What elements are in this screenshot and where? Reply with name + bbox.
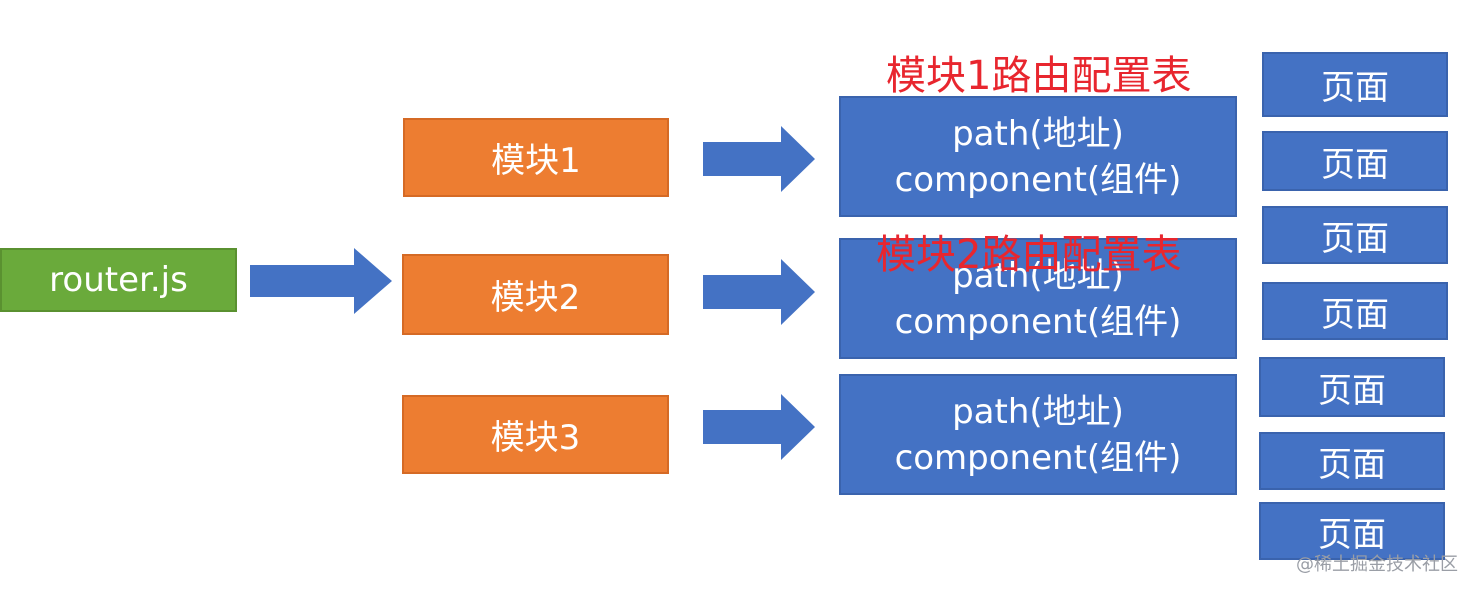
module-1-box: 模块1 <box>403 118 669 197</box>
page-box-3: 页面 <box>1262 206 1448 264</box>
route-config-1-component: component(组件) <box>894 159 1182 200</box>
route-config-2-component: component(组件) <box>894 301 1182 342</box>
page-box-5: 页面 <box>1259 357 1445 417</box>
module-2-label: 模块2 <box>490 278 581 318</box>
page-label-2: 页面 <box>1321 144 1389 185</box>
page-label-4: 页面 <box>1321 294 1389 335</box>
module-3-label: 模块3 <box>490 418 581 458</box>
page-box-1: 页面 <box>1262 52 1448 117</box>
page-box-6: 页面 <box>1259 432 1445 490</box>
router-js-node: router.js <box>0 248 237 312</box>
route-config-2: path(地址) component(组件) <box>839 238 1237 359</box>
route-config-3-component: component(组件) <box>894 437 1182 478</box>
page-label-7: 页面 <box>1318 514 1386 555</box>
arrow-root-to-module2 <box>250 248 392 314</box>
module-1-label: 模块1 <box>491 141 581 181</box>
page-label-3: 页面 <box>1321 218 1389 259</box>
page-label-5: 页面 <box>1318 370 1386 411</box>
route-config-1-path: path(地址) <box>952 113 1124 154</box>
arrow-module2-to-config2 <box>703 259 815 325</box>
watermark-text: @稀土掘金技术社区 <box>1296 554 1458 575</box>
page-box-2: 页面 <box>1262 131 1448 191</box>
arrow-module1-to-config1 <box>703 126 815 192</box>
page-box-4: 页面 <box>1262 282 1448 340</box>
arrow-module3-to-config3 <box>703 394 815 460</box>
route-config-2-path: path(地址) <box>952 255 1124 296</box>
route-config-3-path: path(地址) <box>952 391 1124 432</box>
page-label-6: 页面 <box>1318 444 1386 485</box>
module-3-box: 模块3 <box>402 395 669 474</box>
module-1-config-title: 模块1路由配置表 <box>886 53 1192 99</box>
module-2-config-title: 模块2路由配置表 <box>876 232 1182 278</box>
router-js-label: router.js <box>49 260 188 300</box>
module-2-box: 模块2 <box>402 254 669 335</box>
route-config-3: path(地址) component(组件) <box>839 374 1237 495</box>
page-box-7: 页面 <box>1259 502 1445 560</box>
route-config-1: path(地址) component(组件) <box>839 96 1237 217</box>
page-label-1: 页面 <box>1321 68 1389 108</box>
